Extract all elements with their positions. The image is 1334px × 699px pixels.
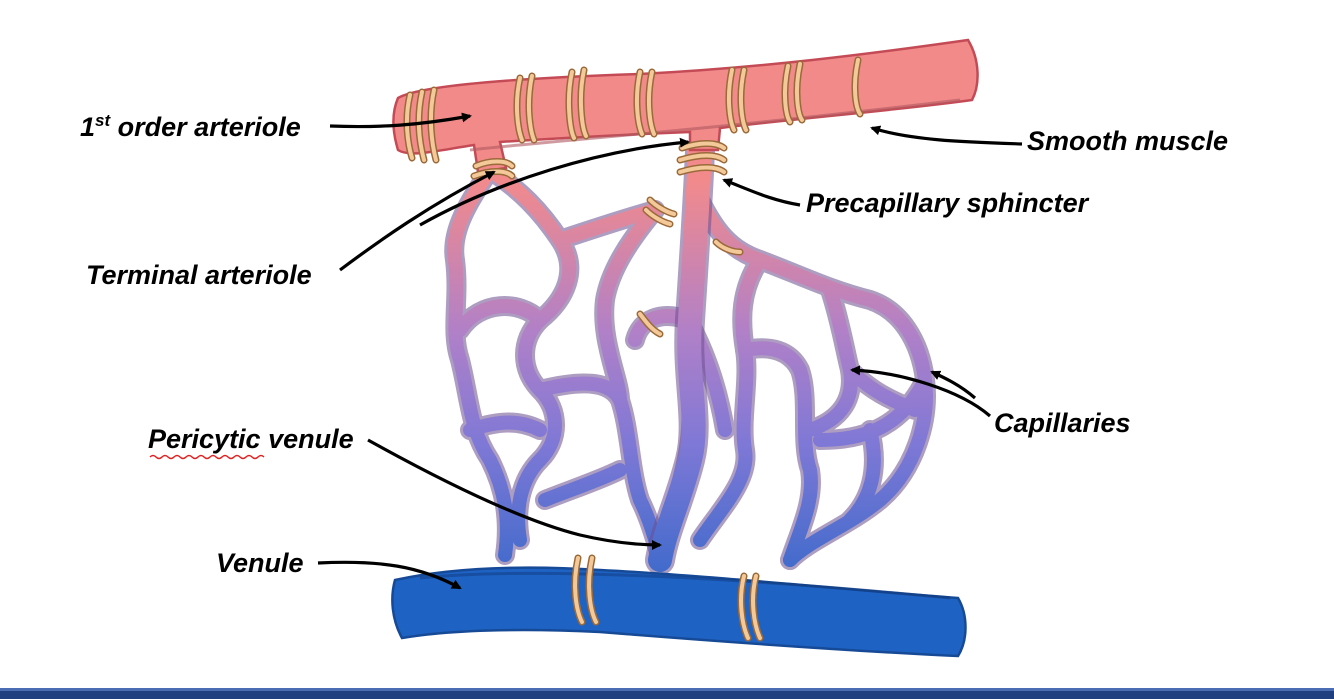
smooth-muscle-coils: [403, 56, 864, 642]
venule-vessel: [391, 566, 967, 658]
arrow-capillaries-1: [850, 365, 992, 418]
arrow-terminal: [339, 170, 496, 272]
capillary-network: [444, 135, 936, 575]
arrow-smooth-muscle: [870, 125, 1023, 146]
leader-arrows: [317, 112, 1023, 590]
spellcheck-underline: [149, 454, 265, 460]
label-pericytic-venule: Pericytic venule: [148, 424, 354, 454]
label-capillaries: Capillaries: [994, 408, 1131, 438]
slide-bottom-bar: [0, 688, 1334, 699]
label-smooth-muscle: Smooth muscle: [1027, 126, 1228, 156]
label-first-order-arteriole: 1st order arteriole: [80, 111, 301, 142]
arrow-first-order: [329, 112, 472, 129]
arrow-terminal-2: [419, 137, 690, 227]
label-venule: Venule: [216, 548, 304, 578]
label-precapillary-sphincter: Precapillary sphincter: [806, 188, 1090, 218]
arrow-capillaries-2: [930, 370, 977, 400]
arrow-pericytic: [367, 438, 662, 550]
arrow-precapillary: [722, 178, 801, 207]
label-terminal-arteriole: Terminal arteriole: [86, 260, 312, 290]
arrow-venule: [317, 560, 462, 590]
